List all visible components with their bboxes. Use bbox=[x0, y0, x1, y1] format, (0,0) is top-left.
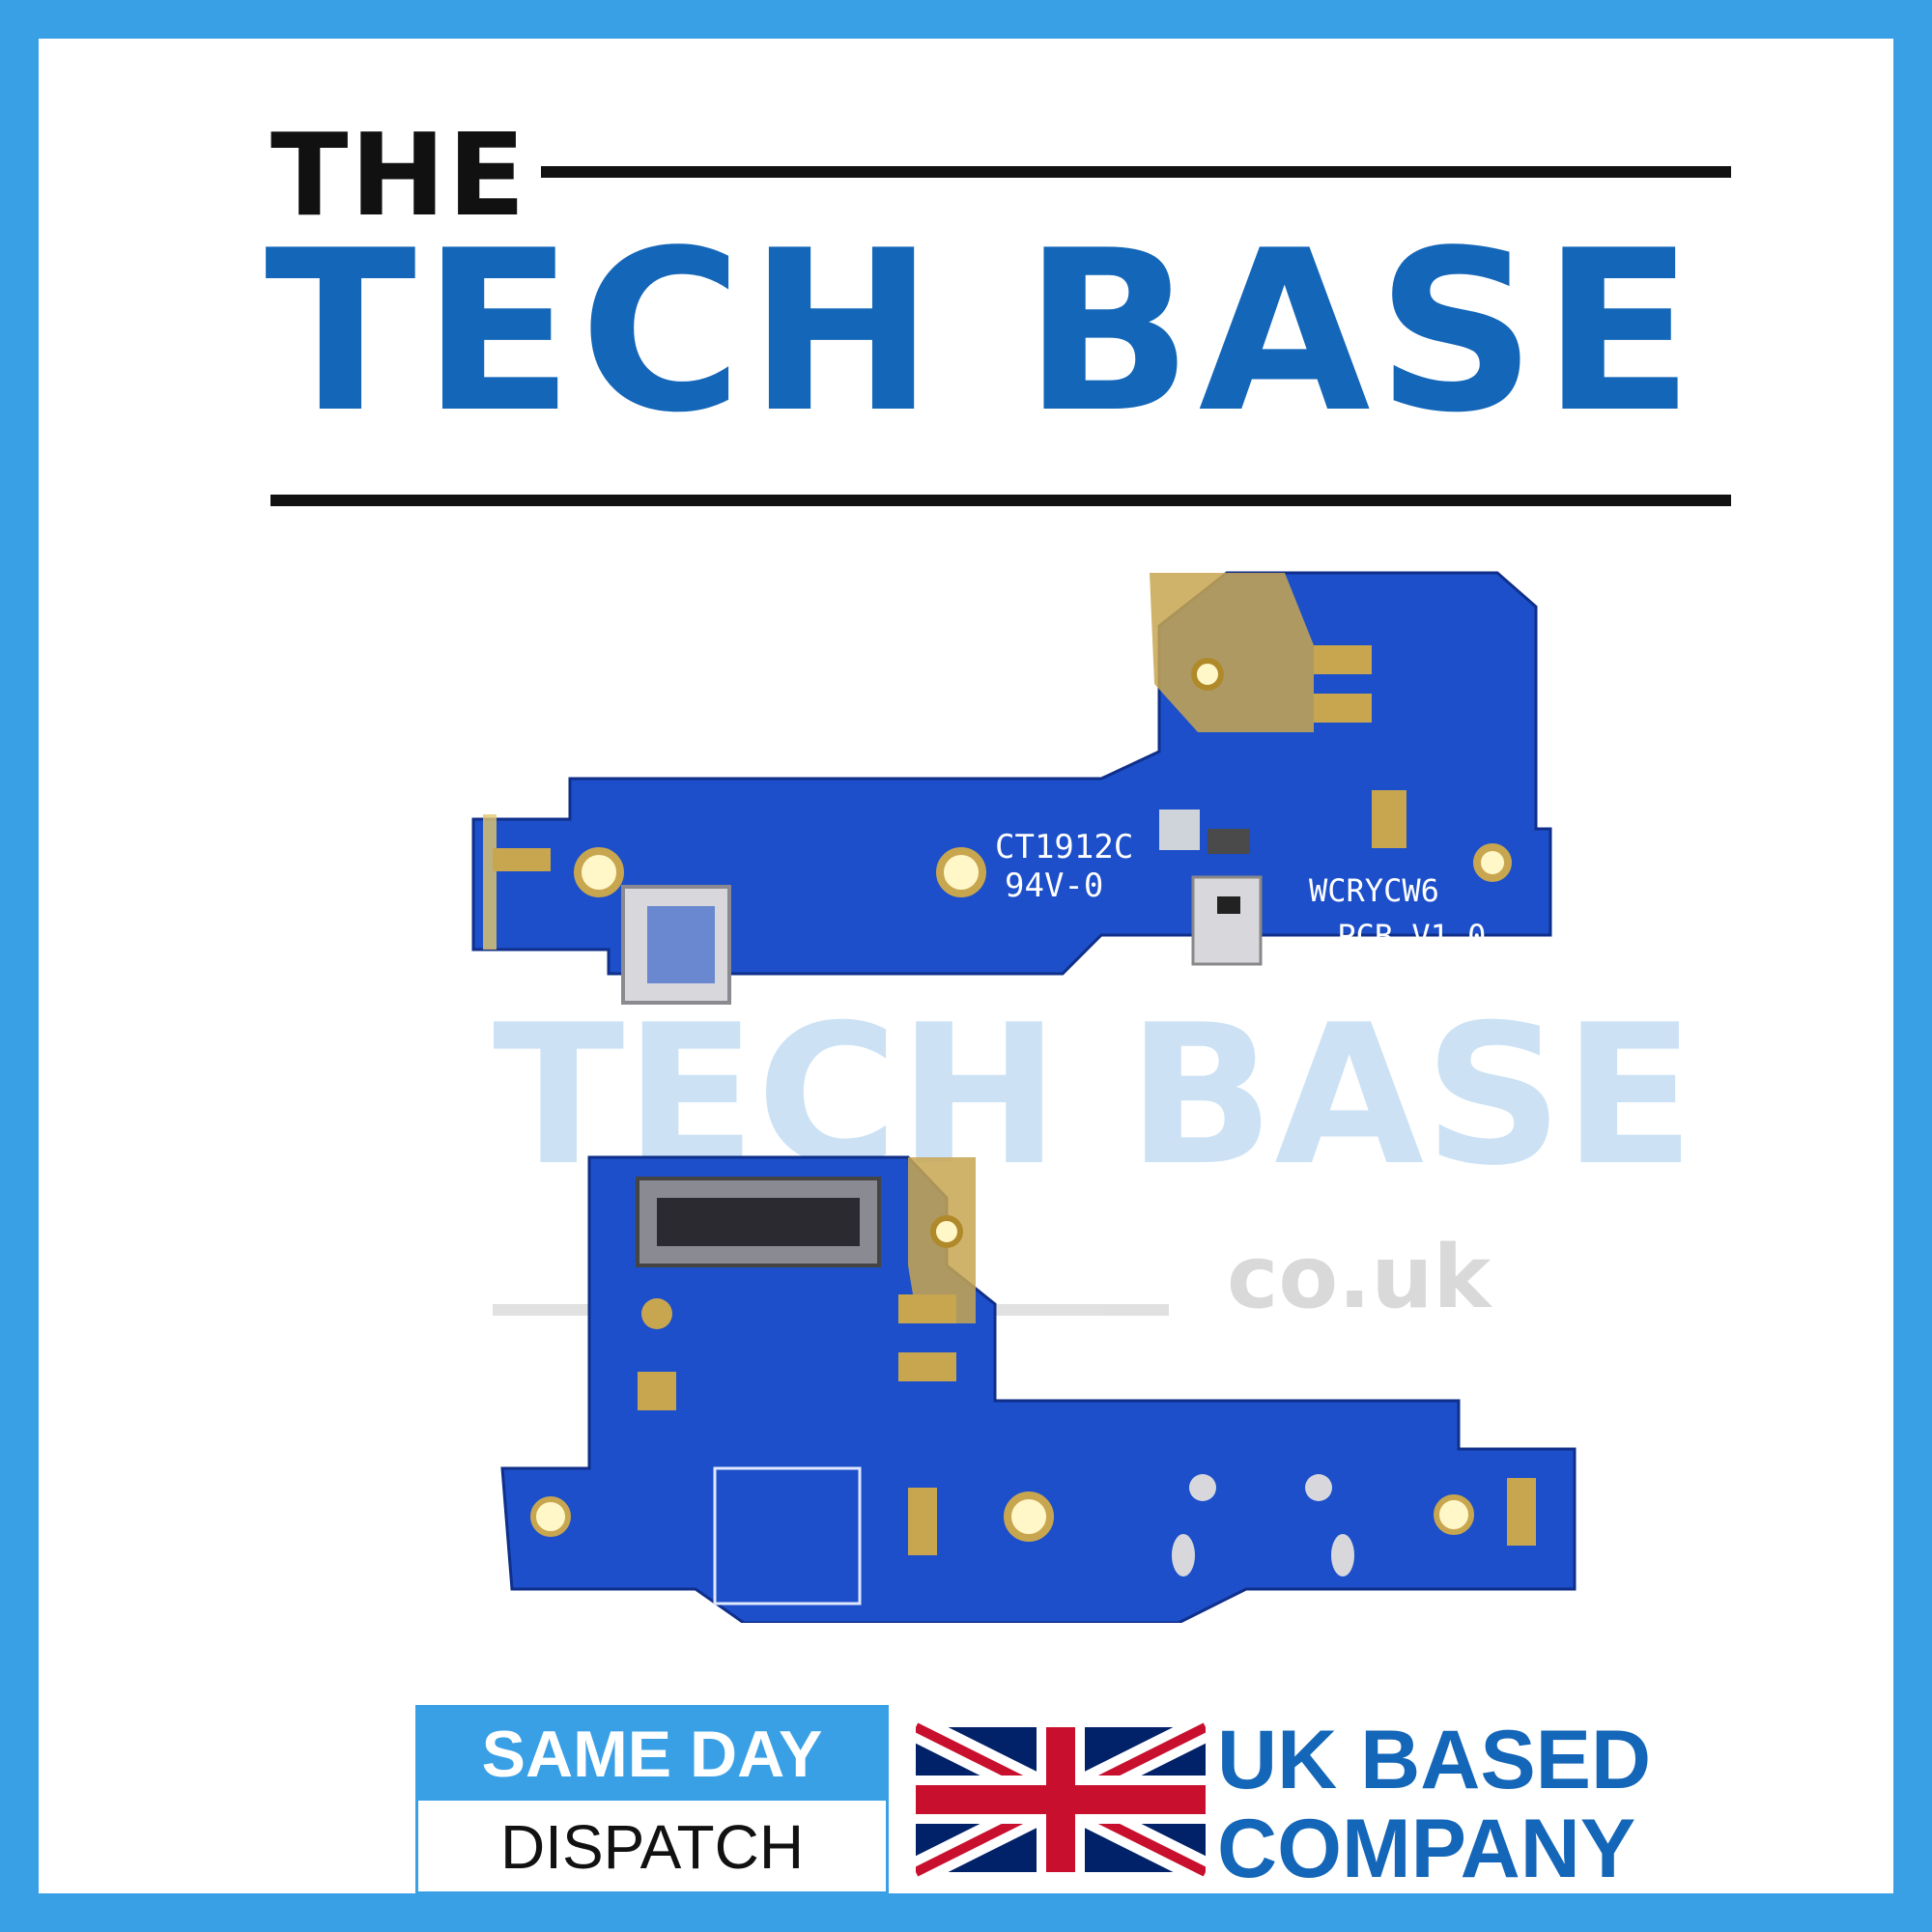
logo-divider-top bbox=[541, 166, 1731, 178]
logo-divider-bottom bbox=[270, 495, 1731, 506]
uk-line-1: UK BASED bbox=[1217, 1714, 1652, 1806]
union-jack-icon bbox=[916, 1718, 1206, 1882]
pcb-top-board: CT1912C 94V-0 WCRYCW6 _PCB_V1.0 bbox=[471, 571, 1552, 1005]
badge-dispatch: DISPATCH bbox=[499, 1812, 805, 1882]
logo-main-text: TECH BASE bbox=[265, 204, 1700, 462]
badge-same-day: SAME DAY bbox=[418, 1708, 886, 1801]
pcb-label-4: _PCB_V1.0 bbox=[1319, 918, 1486, 954]
logo-the-text: THE bbox=[270, 108, 527, 242]
pcb-bottom-board bbox=[500, 1155, 1577, 1623]
pcb-label-2: 94V-0 bbox=[1005, 867, 1103, 905]
uk-line-2: COMPANY bbox=[1217, 1803, 1636, 1895]
image-canvas: THE TECH BASE TECH BASE co.uk bbox=[39, 39, 1893, 1894]
uk-based-company-text: UK BASED COMPANY bbox=[1217, 1716, 1651, 1893]
pcb-label-3: WCRYCW6 bbox=[1309, 872, 1439, 909]
pcb-label-1: CT1912C bbox=[995, 828, 1133, 867]
same-day-dispatch-badge: SAME DAY DISPATCH bbox=[415, 1705, 889, 1894]
